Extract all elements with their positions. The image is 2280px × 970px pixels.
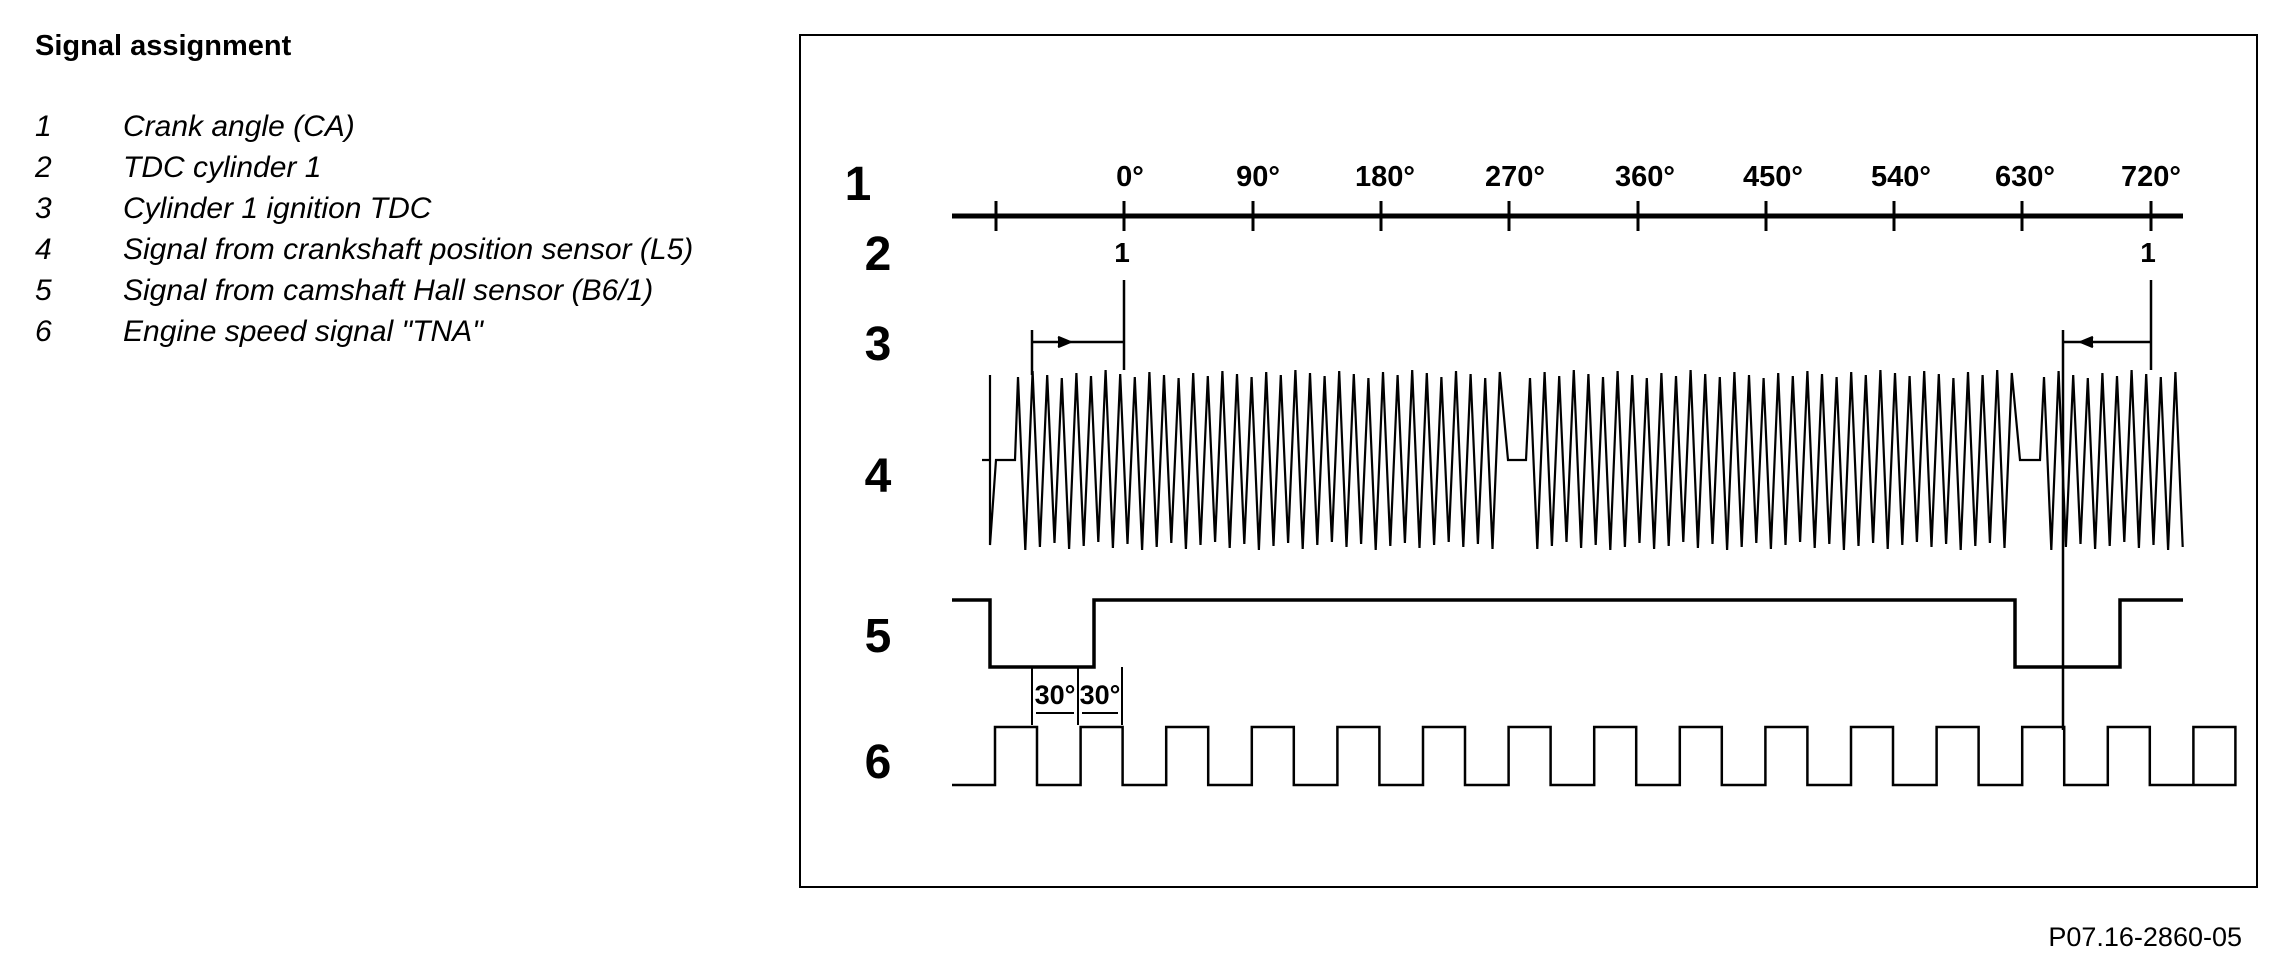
legend-item-number: 2 (35, 151, 52, 184)
legend-item: 3 Cylinder 1 ignition TDC (35, 190, 715, 228)
angle-tick-label: 360° (1615, 161, 1675, 193)
row-label: 3 (865, 318, 892, 371)
legend-item: 1 Crank angle (CA) (35, 108, 715, 146)
figure-id: P07.16-2860-05 (2048, 922, 2242, 952)
legend-item-number: 5 (35, 274, 52, 307)
ignition-tdc-markers (1030, 280, 2153, 730)
angle-tick-label: 720° (2121, 161, 2181, 193)
legend-item-text: Cylinder 1 ignition TDC (123, 192, 432, 225)
row-label: 5 (865, 610, 892, 663)
legend-item-number: 1 (35, 110, 52, 143)
axis-ticks (994, 201, 2153, 231)
tdc-mark: 1 (1114, 237, 1130, 268)
dimension-label: 30° (1035, 680, 1076, 710)
legend-item-text: Engine speed signal "TNA" (123, 315, 483, 348)
dimension-brackets (1031, 667, 1123, 725)
legend-item: 6 Engine speed signal "TNA" (35, 313, 715, 351)
dimension-label: 30° (1080, 680, 1121, 710)
tdc-mark: 1 (2140, 237, 2156, 268)
row-label: 1 (845, 158, 872, 211)
angle-tick-labels: 0° 90° 180° 270° 360° 450° 540° 630° 720… (1116, 161, 2181, 193)
row-label: 4 (865, 450, 892, 503)
diagram-frame (799, 34, 2258, 888)
row-labels: 1 2 3 4 5 6 (845, 158, 892, 789)
legend-item-text: Crank angle (CA) (123, 110, 355, 143)
legend-item-number: 6 (35, 315, 52, 348)
legend-item: 2 TDC cylinder 1 (35, 149, 715, 187)
legend-list: 1 Crank angle (CA) 2 TDC cylinder 1 3 Cy… (35, 108, 715, 354)
row-label: 2 (865, 228, 892, 281)
angle-tick-label: 630° (1995, 161, 2055, 193)
angle-tick-label: 0° (1116, 161, 1144, 193)
legend-item-number: 3 (35, 192, 52, 225)
angle-tick-label: 180° (1355, 161, 1415, 193)
legend-item-text: TDC cylinder 1 (123, 151, 322, 184)
legend-item-number: 4 (35, 233, 52, 266)
crankshaft-sensor-signal (982, 369, 2184, 551)
angle-tick-label: 450° (1743, 161, 1803, 193)
legend-item: 4 Signal from crankshaft position sensor… (35, 231, 715, 269)
legend-item: 5 Signal from camshaft Hall sensor (B6/1… (35, 272, 715, 310)
angle-tick-label: 90° (1236, 161, 1280, 193)
angle-tick-label: 270° (1485, 161, 1545, 193)
row-label: 6 (865, 736, 892, 789)
legend-title: Signal assignment (35, 30, 292, 62)
angle-tick-label: 540° (1871, 161, 1931, 193)
camshaft-hall-signal (952, 598, 2183, 669)
legend-item-text: Signal from camshaft Hall sensor (B6/1) (123, 274, 654, 307)
engine-speed-signal (952, 725, 2237, 787)
legend-item-text: Signal from crankshaft position sensor (… (123, 233, 694, 266)
